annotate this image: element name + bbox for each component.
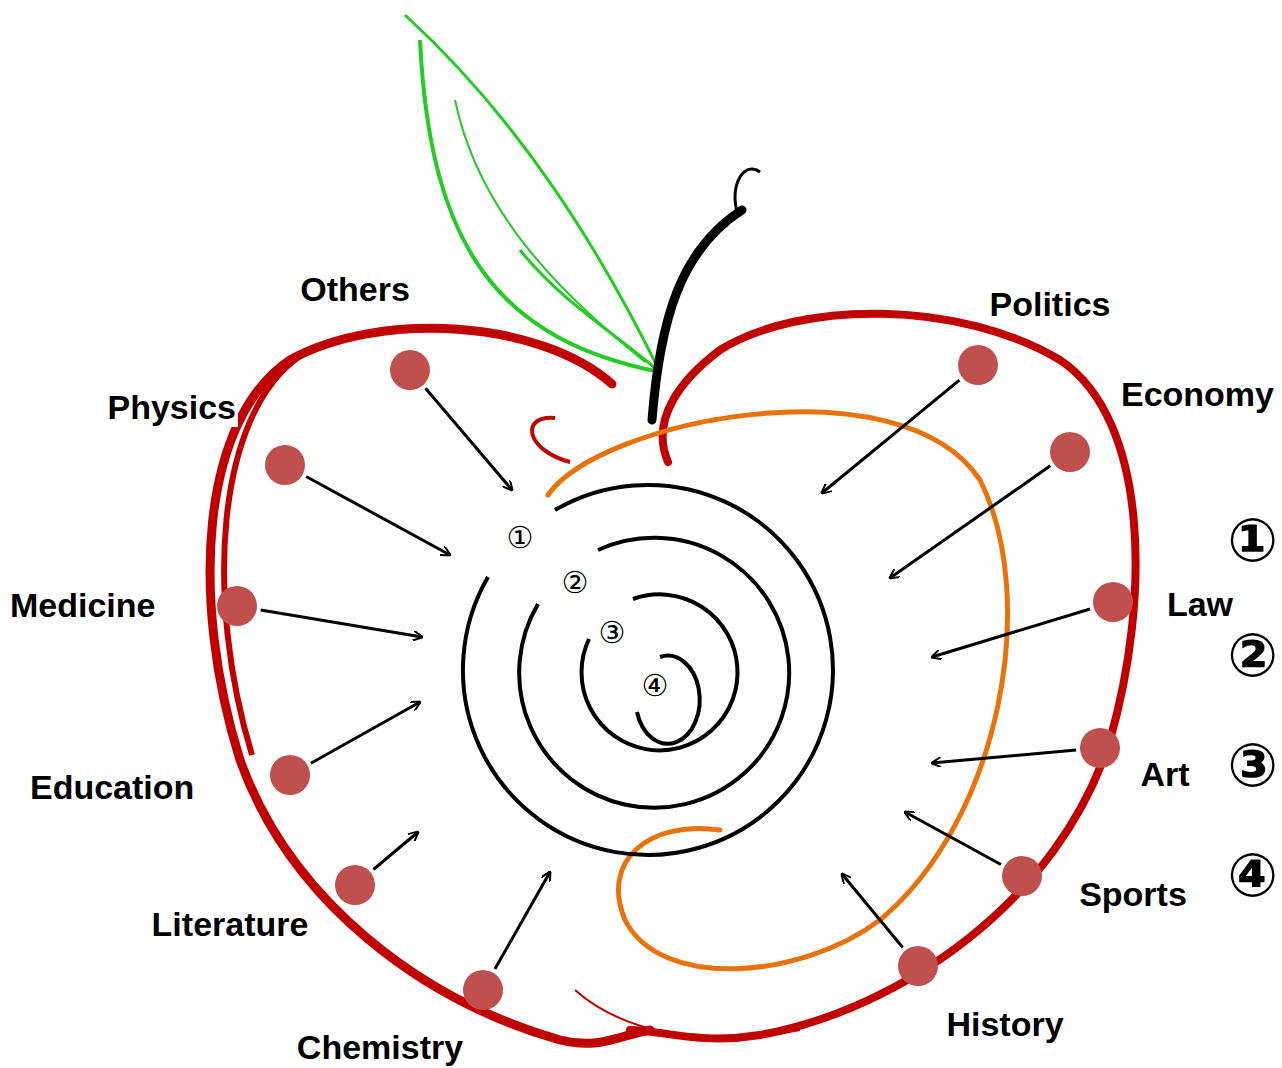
topic-label: Medicine [8, 587, 157, 624]
topic-dot: Law [1093, 582, 1133, 622]
spiral-core: ①②③④ [440, 470, 860, 890]
flow-arrow [905, 812, 1001, 865]
flow-arrow [932, 609, 1090, 657]
flow-arrow [373, 832, 418, 870]
ring-number: ① [507, 521, 534, 554]
leaf-stroke [420, 40, 660, 372]
flow-arrow [306, 477, 450, 556]
ring-number: ② [562, 566, 589, 599]
ring-number: ④ [642, 669, 669, 702]
topic-dot: Economy [1050, 432, 1090, 472]
topic-label: Education [28, 769, 196, 806]
topic-dot: Others [390, 350, 430, 390]
topic-dot: Education [270, 755, 310, 795]
topic-dot: Art [1080, 728, 1120, 768]
topic-label: Art [1138, 756, 1191, 793]
topic-label: Chemistry [295, 1029, 465, 1066]
topic-label: Economy [1119, 376, 1276, 413]
topic-dot: Sports [1002, 856, 1042, 896]
leaf-stroke [520, 250, 660, 372]
flow-arrow [261, 610, 422, 637]
spiral-ring [519, 538, 789, 808]
topic-dot: Politics [958, 345, 998, 385]
spiral-ring [463, 485, 833, 855]
topic-dot: Physics [265, 445, 305, 485]
flow-arrow [426, 388, 513, 490]
flow-arrow [311, 702, 420, 763]
callout-number: ① [1227, 507, 1278, 573]
flow-arrow [842, 874, 903, 948]
topic-label: Literature [150, 906, 311, 943]
topic-label: History [944, 1006, 1065, 1043]
topic-dot: Medicine [217, 586, 257, 626]
flow-arrow [932, 750, 1076, 763]
topic-label: Sports [1077, 876, 1189, 913]
stem [652, 210, 742, 420]
apple-curl [532, 418, 570, 462]
callout-number: ③ [1227, 732, 1278, 798]
topic-label: Law [1165, 586, 1235, 623]
apple-outline [575, 990, 800, 1038]
flow-arrow [495, 872, 550, 969]
flow-arrow [822, 380, 959, 493]
topic-dot: Chemistry [463, 970, 503, 1010]
ring-number: ③ [599, 616, 626, 649]
flow-arrow [890, 466, 1050, 578]
topic-label: Others [298, 271, 412, 308]
topic-dot: Literature [335, 865, 375, 905]
leaf-stroke [405, 15, 660, 372]
orange-swirl [548, 412, 1008, 969]
topic-label: Physics [105, 389, 238, 426]
topic-label: Politics [988, 286, 1113, 323]
spiral-ring [637, 656, 700, 744]
stem-curl [735, 169, 760, 215]
topic-dot: History [898, 946, 938, 986]
leaf-stroke [455, 100, 645, 362]
callout-number: ④ [1227, 842, 1278, 908]
callout-number: ② [1227, 622, 1278, 688]
spiral-ring [582, 594, 738, 750]
